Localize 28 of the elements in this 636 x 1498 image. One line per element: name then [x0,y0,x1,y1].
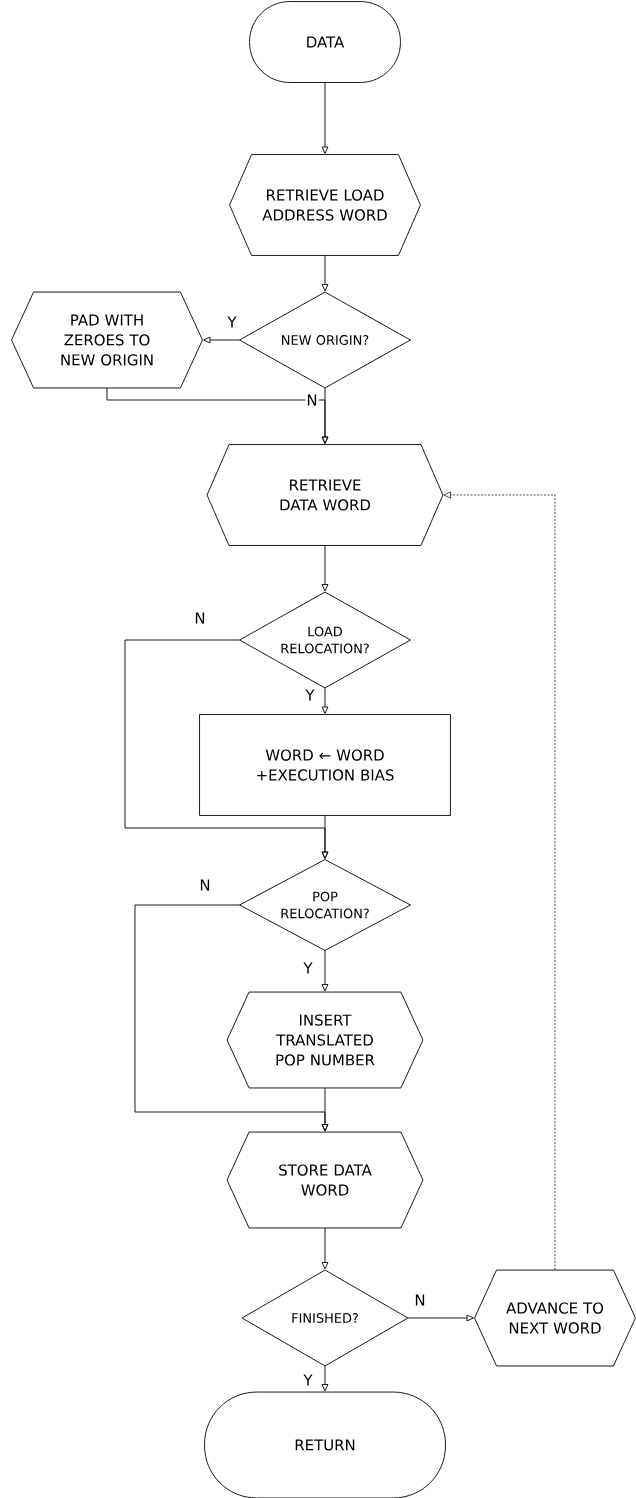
process-hexagon: PAD WITH ZEROES TO NEW ORIGIN [11,291,203,389]
edge-label: N [193,611,207,625]
arrow [321,82,329,154]
edge-label: Y [302,961,314,975]
process-hexagon: STORE DATA WORD [226,1131,424,1229]
arrow [106,387,329,444]
edge-label: Y [226,315,238,329]
arrow [407,1314,474,1322]
edge-label: Y [302,1373,314,1387]
process-box: WORD ← WORD +EXECUTION BIAS [199,714,451,816]
arrow [203,336,240,344]
arrow [321,1227,329,1270]
arrow [321,1365,329,1392]
arrow [321,255,329,292]
edge-label: N [413,1293,427,1307]
arrow [321,545,329,592]
arrow [321,815,329,859]
arrow [321,950,329,992]
process-hexagon: RETRIEVE DATA WORD [206,444,444,546]
process-hexagon: INSERT TRANSLATED POP NUMBER [226,991,424,1089]
edge-label: N [305,393,319,407]
edge-label: N [198,878,212,892]
arrow [443,491,556,1271]
process-hexagon: RETRIEVE LOAD ADDRESS WORD [229,154,421,256]
process-hexagon: ADVANCE TO NEXT WORD [474,1269,636,1367]
arrow [321,1087,329,1132]
arrow [321,687,329,714]
edge-label: Y [304,688,316,702]
